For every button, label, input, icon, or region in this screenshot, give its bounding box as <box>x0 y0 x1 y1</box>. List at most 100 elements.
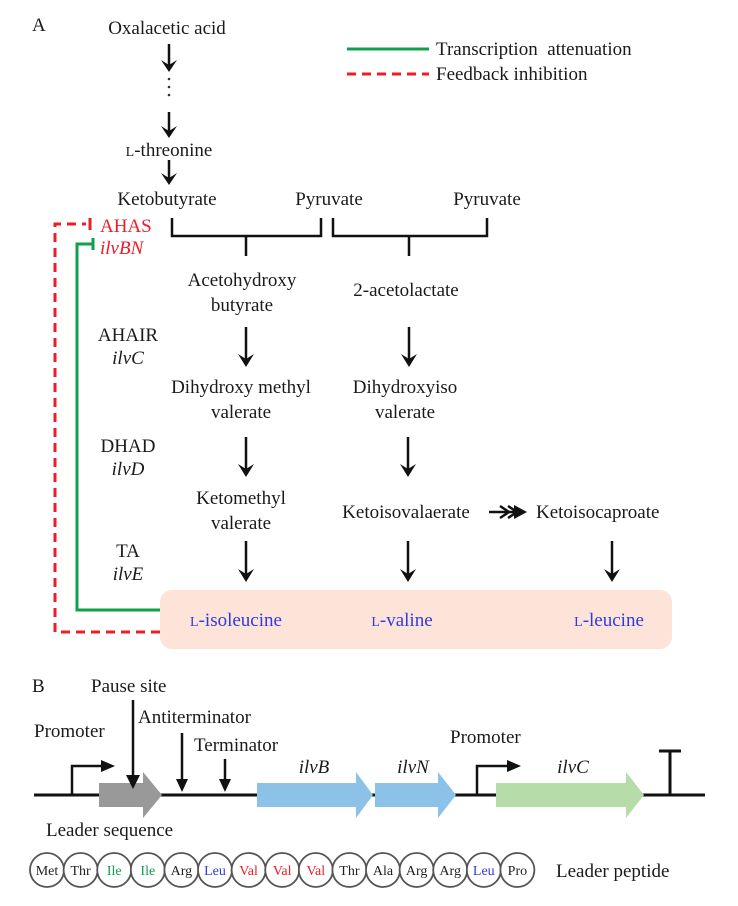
pyruvate-1: Pyruvate <box>295 189 363 210</box>
amino-acid: Arg <box>163 852 200 888</box>
ketoisocaproate: Ketoisocaproate <box>536 502 659 523</box>
arrow-down-icon <box>400 541 416 582</box>
gene-ilvb-arrow <box>257 772 373 818</box>
amino-acid: Arg <box>398 852 435 888</box>
brace-ile <box>170 218 323 256</box>
promoter-2-icon <box>475 760 521 795</box>
acetohydroxy-butyrate-2: butyrate <box>211 295 273 316</box>
product-box <box>160 590 672 649</box>
amino-acid-circle <box>499 852 536 888</box>
ketoisovalaerate: Ketoisovalaerate <box>342 502 470 523</box>
amino-acid-label: Leu <box>204 864 226 879</box>
amino-acid-label: Arg <box>171 864 193 879</box>
l-threonine: L-threonine <box>126 140 213 161</box>
amino-acid: Leu <box>465 852 502 888</box>
arrow-down-icon <box>238 437 254 477</box>
amino-acid: Thr <box>62 852 99 888</box>
arrow-down-icon <box>161 160 177 185</box>
gene-ilvc: ilvC <box>112 348 144 369</box>
gene-ilvd: ilvD <box>112 459 145 480</box>
antiterminator-arrow-icon <box>176 733 188 792</box>
product-l-leucine: L-leucine <box>574 610 644 631</box>
arrow-down-icon <box>161 112 177 138</box>
leader-peptide-label: Leader peptide <box>556 861 669 882</box>
arrow-down-icon <box>238 327 254 367</box>
amino-acid: Ile <box>96 852 133 888</box>
amino-acid: Met <box>29 852 65 888</box>
amino-acid-label: Ala <box>373 864 394 879</box>
terminator-arrow-icon <box>219 759 231 792</box>
enzyme-ta: TA <box>116 541 140 562</box>
antiterminator-label: Antiterminator <box>138 707 252 728</box>
gene-ilvc-label: ilvC <box>557 757 589 778</box>
amino-acid: Val <box>230 852 267 888</box>
dihydroxyiso-valerate-2: valerate <box>375 402 435 423</box>
acetohydroxy-butyrate-1: Acetohydroxy <box>188 270 297 291</box>
arrow-down-icon <box>604 541 620 582</box>
enzyme-ahair: AHAIR <box>98 325 158 346</box>
pause-site-arrow-icon <box>126 700 140 789</box>
gene-ilvn-label: ilvN <box>397 757 430 778</box>
amino-acid-label: Thr <box>70 864 91 879</box>
arrow-down-icon <box>238 541 254 582</box>
feedback-inhibition-line <box>53 222 160 634</box>
gene-ilve: ilvE <box>113 564 144 585</box>
dihydroxyiso-valerate-1: Dihydroxyiso <box>353 377 458 398</box>
gene-ilvn-arrow <box>375 772 456 818</box>
amino-acid: Ile <box>129 852 166 888</box>
enzyme-ahas: AHAS <box>100 216 152 237</box>
legend-transcription-label: Transcription attenuation <box>436 39 632 60</box>
amino-acid-label: Arg <box>439 864 461 879</box>
amino-acid-label: Pro <box>508 864 527 879</box>
amino-acid-label: Val <box>306 864 325 879</box>
gene-ilvb-label: ilvB <box>299 757 330 778</box>
terminator-icon <box>659 749 681 795</box>
amino-acid-label: Arg <box>406 864 428 879</box>
terminator-label: Terminator <box>194 735 279 756</box>
leader-peptide: Met Thr Ile Ile Arg Leu Val Val Val Thr Ala Arg Arg L… <box>29 852 536 888</box>
gene-ilvc-arrow <box>496 772 644 818</box>
leader-sequence-label: Leader sequence <box>46 820 173 841</box>
promoter-1-icon <box>70 760 115 795</box>
amino-acid: Thr <box>331 852 368 888</box>
arrow-down-icon <box>161 44 177 72</box>
oxalacetic-acid: Oxalacetic acid <box>108 18 226 39</box>
leader-sequence-arrow <box>99 772 162 818</box>
pause-site-label: Pause site <box>91 676 166 697</box>
pyruvate-2: Pyruvate <box>453 189 521 210</box>
enzyme-dhad: DHAD <box>101 436 156 457</box>
brace-val <box>331 218 489 256</box>
amino-acid: Leu <box>197 852 233 888</box>
amino-acid-label: Thr <box>339 864 360 879</box>
panel-a-label: A <box>32 15 46 36</box>
amino-acid-label: Ile <box>140 864 155 879</box>
ketomethyl-valerate-1: Ketomethyl <box>196 488 286 509</box>
arrow-down-icon <box>400 437 416 477</box>
legend-feedback-label: Feedback inhibition <box>436 64 588 85</box>
transcription-attenuation-line <box>75 242 160 612</box>
multi-step-arrow-icon <box>489 504 527 520</box>
amino-acid: Pro <box>499 852 536 888</box>
ketomethyl-valerate-2: valerate <box>211 513 271 534</box>
promoter-1-label: Promoter <box>34 721 105 742</box>
amino-acid: Arg <box>432 852 469 888</box>
amino-acid: Val <box>264 852 301 888</box>
2-acetolactate: 2-acetolactate <box>353 280 458 301</box>
ketobutyrate: Ketobutyrate <box>117 189 216 210</box>
dihydroxy-methyl-valerate-2: valerate <box>211 402 271 423</box>
promoter-2-label: Promoter <box>450 727 521 748</box>
amino-acid: Val <box>297 852 334 888</box>
amino-acid-label: Ile <box>107 864 122 879</box>
arrow-down-icon <box>401 327 417 367</box>
amino-acid: Ala <box>365 852 401 888</box>
ellipsis-icon <box>167 77 171 97</box>
amino-acid-label: Val <box>273 864 292 879</box>
amino-acid-label: Met <box>36 864 59 879</box>
product-l-valine: L-valine <box>371 610 432 631</box>
amino-acid-label: Leu <box>473 864 495 879</box>
gene-ilvbn: ilvBN <box>100 238 145 259</box>
dihydroxy-methyl-valerate-1: Dihydroxy methyl <box>171 377 311 398</box>
product-l-isoleucine: L-isoleucine <box>190 610 282 631</box>
amino-acid-label: Val <box>239 864 258 879</box>
